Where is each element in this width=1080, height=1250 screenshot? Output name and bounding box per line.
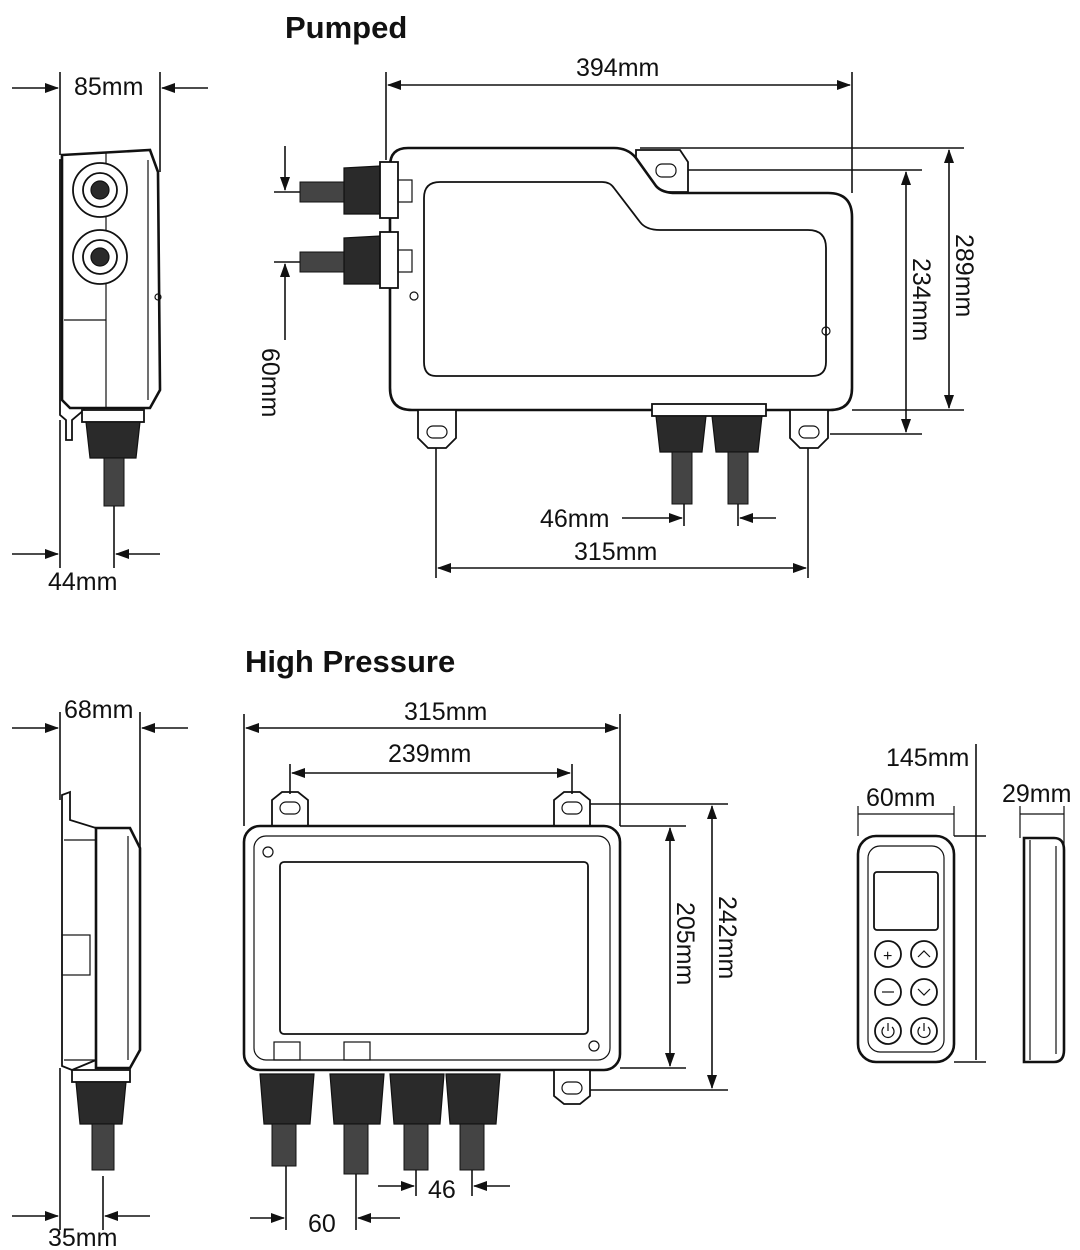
hp-outlet-spacing-a: 46 (428, 1176, 456, 1204)
hp-side-view (61, 790, 142, 1171)
power-icon (881, 1026, 895, 1038)
remote-height: 145mm (886, 744, 969, 772)
pumped-inlet-spacing: 60mm (256, 348, 284, 417)
chevron-down-icon (917, 988, 931, 996)
pumped-side-depth: 85mm (74, 73, 143, 101)
power-icon (917, 1026, 931, 1038)
hp-front-view (242, 791, 622, 1175)
remote-up-button[interactable] (910, 940, 938, 968)
remote-plus-button[interactable] (874, 940, 902, 968)
hp-side-outlet-offset: 35mm (48, 1224, 117, 1250)
pumped-outlet-spacing: 46mm (540, 505, 609, 533)
hp-overall-height: 242mm (713, 896, 741, 979)
remote-dimensions: 145mm 60mm 29mm (857, 744, 1071, 1063)
hp-side-dimensions: 68mm 35mm (12, 696, 188, 1250)
hp-width: 315mm (404, 698, 487, 726)
pumped-front-view (299, 146, 854, 505)
remote-side-view (1022, 836, 1066, 1064)
pumped-width: 394mm (576, 54, 659, 82)
pumped-side-outlet-offset: 44mm (48, 568, 117, 596)
remote-width: 60mm (866, 784, 935, 812)
remote-plus-label: + (883, 948, 892, 965)
hp-body-height: 205mm (671, 902, 699, 985)
hp-front-dimensions: 315mm 239mm 205mm 242mm 46 60 (243, 698, 741, 1238)
pumped-front-dimensions: 394mm 60mm 234mm 289mm 46mm 315mm (256, 54, 978, 578)
hp-outlet-spacing-b: 60 (308, 1210, 336, 1238)
pumped-bracket-spacing: 315mm (574, 538, 657, 566)
high-pressure-title: High Pressure (245, 644, 455, 679)
pumped-overall-height: 289mm (950, 234, 978, 317)
hp-bracket-spacing: 239mm (388, 740, 471, 768)
pumped-body-height: 234mm (907, 258, 935, 341)
remote-buttons: + (874, 940, 938, 1045)
remote-depth: 29mm (1002, 780, 1071, 808)
pumped-side-dimensions: 85mm 44mm (12, 72, 208, 596)
remote-front-view: + (856, 834, 956, 1064)
pumped-side-view (59, 148, 162, 507)
pumped-title: Pumped (285, 10, 407, 45)
hp-side-depth: 68mm (64, 696, 133, 724)
chevron-up-icon (917, 950, 931, 958)
remote-down-button[interactable] (910, 978, 938, 1006)
